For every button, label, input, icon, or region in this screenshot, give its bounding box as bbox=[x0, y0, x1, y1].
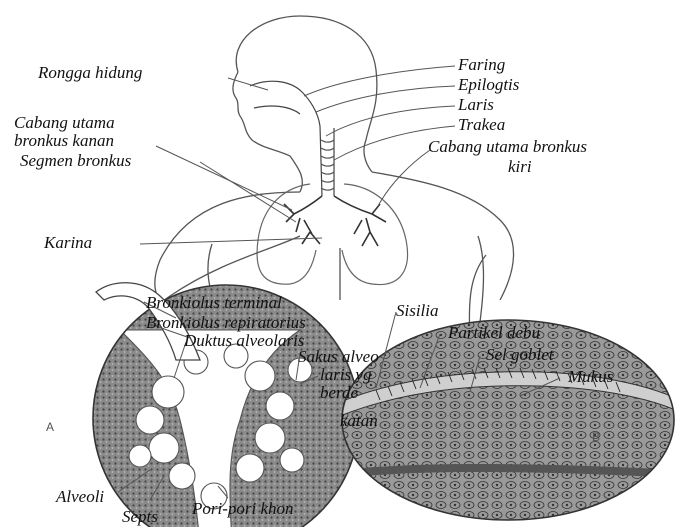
label-cabang-utama-kanan-line1: Cabang utama bbox=[14, 114, 115, 131]
shoulder-right bbox=[372, 172, 514, 300]
face-profile bbox=[233, 72, 290, 156]
label-cabang-utama-kanan-line2: bronkus kanan bbox=[14, 132, 114, 149]
label-segmen-bronkus: Segmen bronkus bbox=[20, 152, 131, 169]
label-bronkiolus-terminal: Bronkiolus terminal bbox=[146, 294, 282, 311]
label-partikel-debu: Partikel debu bbox=[448, 324, 540, 341]
label-sel-goblet: Sel goblet bbox=[486, 346, 554, 363]
label-cabang-kiri-line2: kiri bbox=[508, 158, 532, 175]
label-alveoli: Alveoli bbox=[56, 488, 104, 505]
neck-left bbox=[290, 156, 302, 192]
label-mukus: Mukus bbox=[568, 368, 613, 385]
label-cabang-kiri-line1: Cabang utama bronkus bbox=[428, 138, 587, 155]
panel-letter-b: B bbox=[592, 430, 600, 444]
label-pori-pori: Pori-pori khon bbox=[192, 500, 294, 517]
left-lung bbox=[342, 184, 408, 285]
label-trakea: Trakea bbox=[458, 116, 505, 133]
label-sakus-line4: katan bbox=[340, 412, 378, 429]
panel-letter-a: A bbox=[46, 420, 54, 434]
airway bbox=[250, 81, 334, 196]
label-sakus-line1: Sakus alveo bbox=[298, 348, 379, 365]
arm-right bbox=[478, 236, 484, 322]
trachea-rings bbox=[321, 140, 334, 190]
label-duktus-alveolaris: Duktus alveolaris bbox=[184, 332, 304, 349]
lungs bbox=[257, 184, 407, 285]
right-lung bbox=[257, 184, 316, 284]
label-rongga-hidung: Rongga hidung bbox=[38, 64, 142, 81]
label-bronkiolus-respiratorius: Bronkiolus repiratorius bbox=[146, 314, 306, 331]
label-sakus-line3: berde bbox=[320, 384, 358, 401]
label-septs: Septs bbox=[122, 508, 158, 525]
label-laris: Laris bbox=[458, 96, 494, 113]
label-karina: Karina bbox=[44, 234, 92, 251]
label-sisilia: Sisilia bbox=[396, 302, 439, 319]
label-sakus-line2: laris yg bbox=[320, 366, 371, 383]
label-faring: Faring bbox=[458, 56, 505, 73]
head-outline bbox=[236, 16, 377, 172]
label-epiglotis: Epilogtis bbox=[458, 76, 519, 93]
